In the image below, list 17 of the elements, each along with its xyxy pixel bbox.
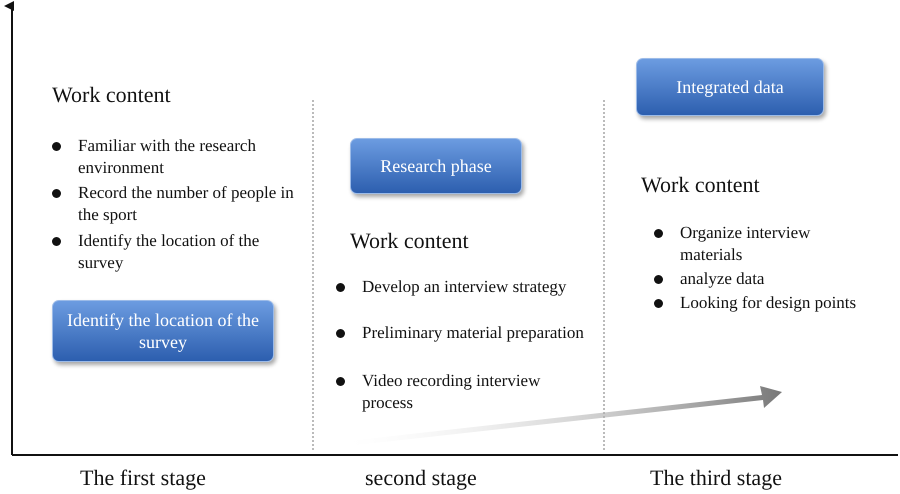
section-heading: Work content [52,82,171,108]
stage-box: Integrated data [636,58,824,116]
stage-box: Identify the location of the survey [52,300,274,362]
stage-label: The third stage [650,465,782,491]
stage-label: second stage [365,465,477,491]
bullet-text: analyze data [680,268,766,290]
section-heading: Work content [350,228,469,254]
stage-box: Research phase [350,138,522,194]
bullet-text: Looking for design points [680,292,858,314]
bullet-text: Develop an interview strategy [362,276,568,298]
bullet-text: Familiar with the research environment [78,135,257,179]
section-heading: Work content [641,172,760,198]
stage-label: The first stage [80,465,206,491]
bullet-text: Preliminary material preparation [362,322,585,344]
bullet-text: Record the number of people in the sport [78,182,295,226]
bullet-text: Identify the location of the survey [78,230,260,274]
bullet-text: Video recording interview process [362,370,542,414]
